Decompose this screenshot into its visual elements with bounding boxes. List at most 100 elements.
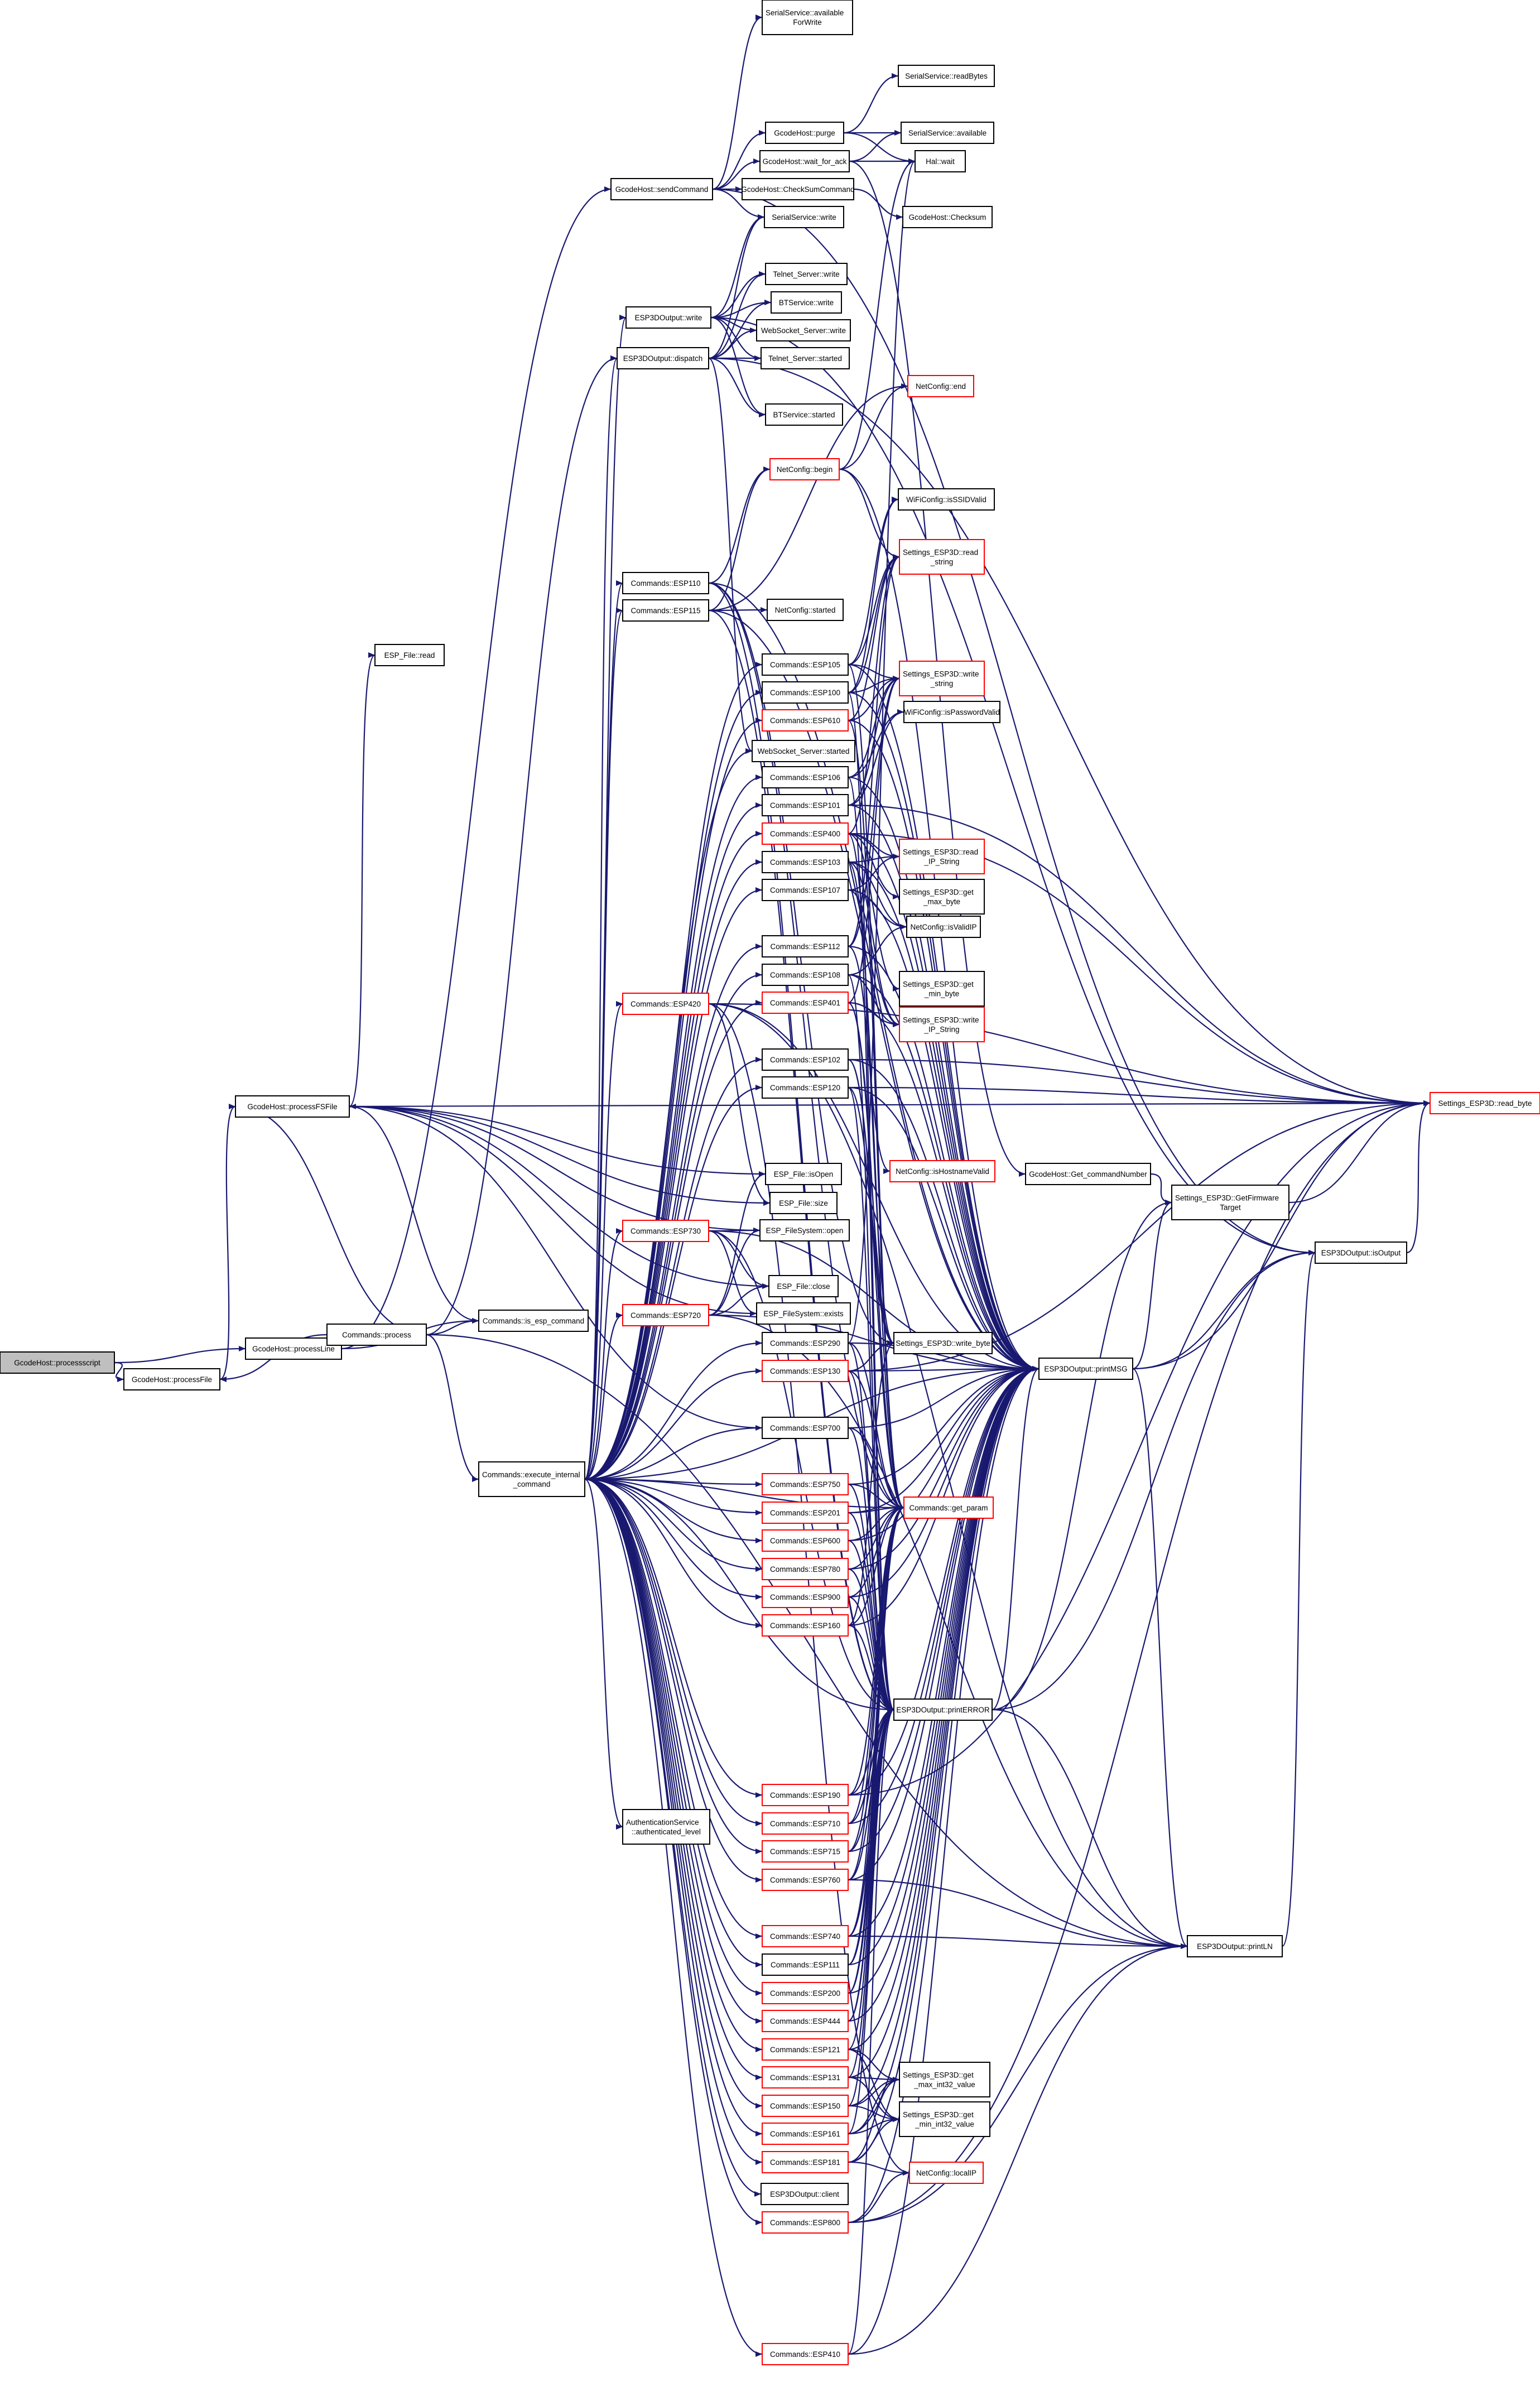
node-getMinByte[interactable]: Settings_ESP3D::get_min_byte bbox=[899, 971, 985, 1007]
node-esp102[interactable]: Commands::ESP102 bbox=[762, 1048, 849, 1071]
node-esp115[interactable]: Commands::ESP115 bbox=[622, 599, 709, 622]
node-getMaxInt32[interactable]: Settings_ESP3D::get_max_int32_value bbox=[899, 2062, 990, 2097]
node-checksum[interactable]: GcodeHost::Checksum bbox=[902, 206, 993, 228]
node-processFSFile[interactable]: GcodeHost::processFSFile bbox=[235, 1095, 350, 1118]
node-outDispatch[interactable]: ESP3DOutput::dispatch bbox=[617, 347, 709, 369]
node-esp720[interactable]: Commands::ESP720 bbox=[622, 1304, 709, 1326]
node-isOutput[interactable]: ESP3DOutput::isOutput bbox=[1315, 1242, 1407, 1264]
node-esp290[interactable]: Commands::ESP290 bbox=[762, 1332, 849, 1354]
node-readBytes[interactable]: SerialService::readBytes bbox=[898, 65, 995, 87]
node-esp190[interactable]: Commands::ESP190 bbox=[762, 1784, 849, 1806]
node-writeByte[interactable]: Settings_ESP3D::write_byte bbox=[893, 1332, 993, 1354]
node-btStarted[interactable]: BTService::started bbox=[765, 403, 843, 426]
node-esp131[interactable]: Commands::ESP131 bbox=[762, 2066, 849, 2089]
node-execInternal[interactable]: Commands::execute_internal_command bbox=[478, 1461, 585, 1497]
node-isPasswordValid[interactable]: WiFiConfig::isPasswordValid bbox=[903, 701, 1000, 723]
node-esp111[interactable]: Commands::ESP111 bbox=[762, 1953, 849, 1976]
node-getCommandNumber[interactable]: GcodeHost::Get_commandNumber bbox=[1025, 1163, 1151, 1185]
node-wsStarted[interactable]: WebSocket_Server::started bbox=[752, 740, 855, 762]
node-esp730[interactable]: Commands::ESP730 bbox=[622, 1220, 709, 1242]
node-esp444[interactable]: Commands::ESP444 bbox=[762, 2010, 849, 2032]
node-processFile[interactable]: GcodeHost::processFile bbox=[123, 1368, 220, 1390]
node-netEnd[interactable]: NetConfig::end bbox=[907, 375, 974, 397]
node-esp420[interactable]: Commands::ESP420 bbox=[622, 993, 709, 1015]
node-fileIsOpen[interactable]: ESP_File::isOpen bbox=[765, 1163, 842, 1185]
node-esp130[interactable]: Commands::ESP130 bbox=[762, 1360, 849, 1382]
node-isEspCommand[interactable]: Commands::is_esp_command bbox=[478, 1310, 589, 1332]
node-fsExists[interactable]: ESP_FileSystem::exists bbox=[756, 1302, 851, 1325]
node-outClient[interactable]: ESP3DOutput::client bbox=[761, 2183, 849, 2205]
node-esp110[interactable]: Commands::ESP110 bbox=[622, 572, 709, 594]
node-telnetWrite[interactable]: Telnet_Server::write bbox=[765, 263, 848, 285]
node-purge[interactable]: GcodeHost::purge bbox=[765, 122, 844, 144]
node-serialAvailable[interactable]: SerialService::available bbox=[901, 122, 994, 144]
node-esp181[interactable]: Commands::ESP181 bbox=[762, 2151, 849, 2173]
node-esp715[interactable]: Commands::ESP715 bbox=[762, 1840, 849, 1863]
node-waitForAck[interactable]: GcodeHost::wait_for_ack bbox=[759, 150, 850, 172]
node-checkSumCommand[interactable]: GcodeHost::CheckSumCommand bbox=[741, 178, 855, 200]
node-esp101[interactable]: Commands::ESP101 bbox=[762, 794, 849, 816]
node-fileClose[interactable]: ESP_File::close bbox=[768, 1275, 839, 1297]
node-writeIPString[interactable]: Settings_ESP3D::write_IP_String bbox=[899, 1007, 985, 1042]
node-esp410[interactable]: Commands::ESP410 bbox=[762, 2343, 849, 2365]
node-esp112[interactable]: Commands::ESP112 bbox=[762, 935, 849, 957]
node-esp750[interactable]: Commands::ESP750 bbox=[762, 1473, 849, 1495]
node-process[interactable]: Commands::process bbox=[326, 1324, 427, 1346]
node-netStarted[interactable]: NetConfig::started bbox=[767, 599, 844, 621]
node-fileSize[interactable]: ESP_File::size bbox=[769, 1192, 838, 1214]
node-esp107[interactable]: Commands::ESP107 bbox=[762, 879, 849, 901]
node-wsWrite[interactable]: WebSocket_Server::write bbox=[756, 319, 851, 341]
node-esp740[interactable]: Commands::ESP740 bbox=[762, 1925, 849, 1947]
node-esp401[interactable]: Commands::ESP401 bbox=[762, 992, 849, 1014]
node-processLine[interactable]: GcodeHost::processLine bbox=[245, 1337, 342, 1360]
node-esp105[interactable]: Commands::ESP105 bbox=[762, 653, 849, 676]
node-esp160[interactable]: Commands::ESP160 bbox=[762, 1614, 849, 1637]
node-getParam[interactable]: Commands::get_param bbox=[903, 1496, 994, 1519]
node-esp610[interactable]: Commands::ESP610 bbox=[762, 709, 849, 732]
node-getMinInt32[interactable]: Settings_ESP3D::get_min_int32_value bbox=[899, 2101, 990, 2137]
node-fsOpen[interactable]: ESP_FileSystem::open bbox=[759, 1219, 850, 1242]
node-isValidIP[interactable]: NetConfig::isValidIP bbox=[906, 916, 981, 938]
node-serialWrite[interactable]: SerialService::write bbox=[764, 206, 844, 228]
node-outWrite[interactable]: ESP3DOutput::write bbox=[625, 306, 711, 329]
node-authLevel[interactable]: AuthenticationService::authenticated_lev… bbox=[622, 1809, 710, 1845]
node-esp201[interactable]: Commands::ESP201 bbox=[762, 1502, 849, 1524]
node-readIPString[interactable]: Settings_ESP3D::read_IP_String bbox=[899, 839, 985, 874]
node-readByte[interactable]: Settings_ESP3D::read_byte bbox=[1430, 1092, 1540, 1114]
node-esp700[interactable]: Commands::ESP700 bbox=[762, 1417, 849, 1439]
node-espFileRead[interactable]: ESP_File::read bbox=[374, 644, 445, 666]
node-esp106[interactable]: Commands::ESP106 bbox=[762, 766, 849, 788]
node-isHostnameValid[interactable]: NetConfig::isHostnameValid bbox=[889, 1160, 995, 1182]
node-esp200[interactable]: Commands::ESP200 bbox=[762, 1982, 849, 2004]
node-telnetStarted[interactable]: Telnet_Server::started bbox=[761, 347, 850, 369]
node-esp161[interactable]: Commands::ESP161 bbox=[762, 2123, 849, 2145]
node-printMsg[interactable]: ESP3DOutput::printMSG bbox=[1038, 1358, 1133, 1380]
node-esp800[interactable]: Commands::ESP800 bbox=[762, 2211, 849, 2234]
node-printLN[interactable]: ESP3DOutput::printLN bbox=[1187, 1935, 1283, 1957]
node-esp600[interactable]: Commands::ESP600 bbox=[762, 1529, 849, 1552]
node-halWait[interactable]: Hal::wait bbox=[915, 150, 966, 172]
node-isSSIDValid[interactable]: WiFiConfig::isSSIDValid bbox=[898, 488, 995, 511]
node-esp780[interactable]: Commands::ESP780 bbox=[762, 1558, 849, 1580]
node-btWrite[interactable]: BTService::write bbox=[771, 291, 842, 314]
node-esp710[interactable]: Commands::ESP710 bbox=[762, 1812, 849, 1835]
node-root[interactable]: GcodeHost::processscript bbox=[0, 1351, 115, 1374]
node-esp760[interactable]: Commands::ESP760 bbox=[762, 1869, 849, 1891]
node-esp900[interactable]: Commands::ESP900 bbox=[762, 1586, 849, 1608]
node-esp150[interactable]: Commands::ESP150 bbox=[762, 2095, 849, 2117]
node-sendCommand[interactable]: GcodeHost::sendCommand bbox=[610, 178, 713, 200]
node-esp400[interactable]: Commands::ESP400 bbox=[762, 822, 849, 845]
node-writeString[interactable]: Settings_ESP3D::write_string bbox=[899, 661, 985, 696]
node-getMaxByte[interactable]: Settings_ESP3D::get_max_byte bbox=[899, 879, 985, 915]
node-esp121[interactable]: Commands::ESP121 bbox=[762, 2038, 849, 2061]
node-readString[interactable]: Settings_ESP3D::read_string bbox=[899, 539, 985, 575]
node-esp108[interactable]: Commands::ESP108 bbox=[762, 964, 849, 986]
node-printError[interactable]: ESP3DOutput::printERROR bbox=[893, 1698, 993, 1721]
node-localIP[interactable]: NetConfig::localIP bbox=[909, 2162, 984, 2184]
node-esp120[interactable]: Commands::ESP120 bbox=[762, 1076, 849, 1099]
node-esp100[interactable]: Commands::ESP100 bbox=[762, 681, 849, 704]
node-netBegin[interactable]: NetConfig::begin bbox=[769, 458, 840, 480]
node-esp103[interactable]: Commands::ESP103 bbox=[762, 851, 849, 873]
